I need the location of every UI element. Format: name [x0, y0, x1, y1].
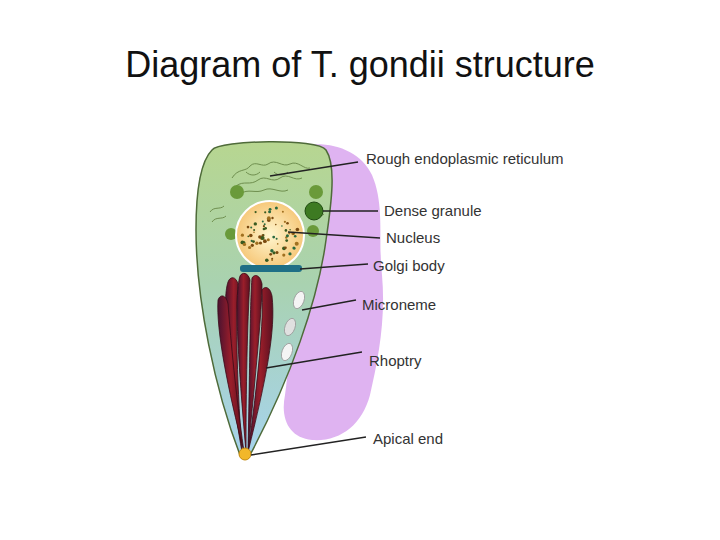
chromatin-dot [282, 254, 285, 257]
chromatin-dot [259, 241, 262, 244]
chromatin-dot [277, 243, 279, 245]
chromatin-dot [289, 229, 291, 231]
chromatin-dot [250, 227, 252, 229]
chromatin-dot [243, 243, 246, 246]
part-label: Microneme [362, 296, 436, 313]
chromatin-dot [262, 220, 264, 222]
chromatin-dot [294, 235, 297, 238]
chromatin-dot [255, 211, 257, 213]
chromatin-dot [252, 240, 255, 243]
micronemes [279, 290, 307, 362]
chromatin-dot [263, 239, 267, 243]
chromatin-dot [265, 258, 269, 262]
chromatin-dot [263, 225, 265, 227]
part-label: Rhoptry [369, 352, 422, 369]
chromatin-dot [248, 246, 251, 249]
chromatin-dot [267, 238, 270, 241]
chromatin-dot [264, 223, 266, 225]
chromatin-dot [247, 226, 250, 229]
nucleus [236, 201, 304, 269]
chromatin-dot [255, 242, 258, 245]
chromatin-dot [293, 247, 295, 249]
chromatin-dot [253, 231, 255, 233]
part-label: Apical end [373, 430, 443, 447]
chromatin-dot [275, 207, 278, 210]
chromatin-dot [253, 229, 255, 231]
chromatin-dot [241, 234, 244, 237]
chromatin-dot [284, 246, 287, 249]
apical-complex [239, 448, 251, 460]
chromatin-dot [271, 217, 273, 219]
chromatin-dot [281, 225, 283, 227]
part-label: Nucleus [386, 229, 440, 246]
chromatin-dot [285, 239, 288, 242]
chromatin-dot [285, 229, 288, 232]
chromatin-dot [270, 249, 273, 252]
chromatin-dot [288, 252, 291, 255]
chromatin-dot [296, 228, 300, 232]
chromatin-dot [286, 234, 289, 237]
chromatin-dot [271, 259, 273, 261]
chromatin-dot [267, 216, 271, 220]
chromatin-dot [269, 208, 272, 211]
golgi-body [240, 265, 302, 272]
chromatin-dot [263, 228, 266, 231]
cell-outline [196, 142, 332, 458]
chromatin-dot [268, 210, 271, 213]
part-label: Rough endoplasmic reticulum [366, 150, 564, 167]
chromatin-dot [249, 234, 253, 238]
chromatin-dot [261, 236, 265, 240]
leader-lines [251, 162, 380, 455]
chromatin-dot [272, 236, 275, 239]
chromatin-dot [286, 222, 289, 225]
chromatin-dot [264, 211, 266, 213]
slide-title: Diagram of T. gondii structure [0, 44, 720, 86]
chromatin-dot [247, 235, 249, 237]
chromatin-dot [276, 238, 278, 240]
chromatin-dot [284, 221, 286, 223]
chromatin-dot [292, 246, 295, 249]
part-label: Dense granule [384, 202, 482, 219]
chromatin-dot [251, 244, 254, 247]
chromatin-dot [295, 242, 299, 246]
chromatin-dot [276, 251, 279, 254]
chromatin-dot [282, 211, 284, 213]
chromatin-dot [275, 224, 277, 226]
part-label: Golgi body [373, 257, 445, 274]
chromatin-dot [269, 253, 272, 256]
chromatin-dot [282, 246, 286, 250]
rhoptries [218, 273, 273, 452]
chromatin-dot [254, 222, 257, 225]
